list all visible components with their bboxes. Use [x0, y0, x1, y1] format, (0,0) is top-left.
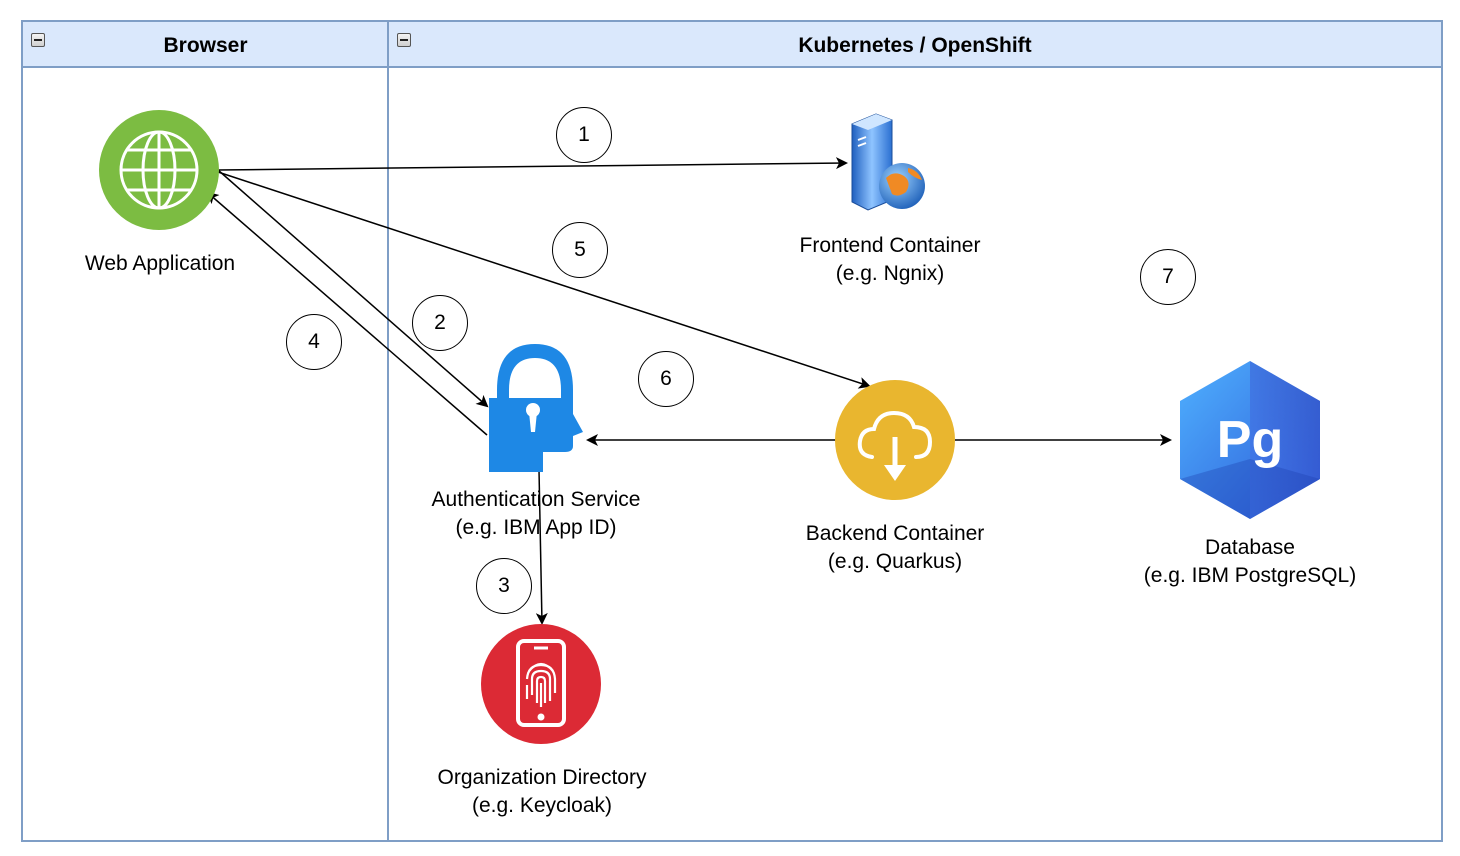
database-label: Database (e.g. IBM PostgreSQL) — [1115, 534, 1385, 590]
auth-label: Authentication Service (e.g. IBM App ID) — [400, 486, 672, 542]
auth-example: (e.g. IBM App ID) — [455, 516, 617, 539]
step-7-marker: 7 — [1140, 249, 1196, 305]
org-dir-label: Organization Directory (e.g. Keycloak) — [400, 764, 684, 820]
org-dir-name: Organization Directory — [437, 766, 647, 789]
postgres-logo-text: Pg — [1217, 411, 1283, 469]
globe-icon[interactable] — [98, 109, 220, 231]
edge-3-auth-to-directory — [535, 469, 548, 625]
postgres-icon[interactable]: Pg — [1178, 359, 1322, 521]
browser-lane-title: Browser — [163, 34, 248, 57]
org-dir-example: (e.g. Keycloak) — [471, 794, 613, 817]
cluster-lane-header: Kubernetes / OpenShift — [389, 22, 1441, 68]
backend-name: Backend Container — [805, 522, 985, 545]
cluster-lane-title: Kubernetes / OpenShift — [798, 34, 1032, 57]
auth-name: Authentication Service — [431, 488, 641, 511]
backend-example: (e.g. Quarkus) — [827, 550, 963, 573]
web-app-label: Web Application — [60, 250, 260, 278]
fingerprint-phone-icon[interactable] — [480, 623, 602, 745]
edge-5-web-to-backend — [217, 171, 871, 389]
edge-2-web-to-auth — [217, 169, 489, 408]
step-6-marker: 6 — [638, 351, 694, 407]
edge-1-web-to-frontend — [217, 157, 848, 171]
frontend-name: Frontend Container — [799, 234, 981, 257]
database-name: Database — [1205, 536, 1295, 559]
step-1-marker: 1 — [556, 107, 612, 163]
step-2-marker: 2 — [412, 295, 468, 351]
database-example: (e.g. IBM PostgreSQL) — [1143, 564, 1357, 587]
edge-4-auth-to-web — [206, 191, 488, 436]
step-5-marker: 5 — [552, 222, 608, 278]
frontend-example: (e.g. Ngnix) — [835, 262, 945, 285]
frontend-label: Frontend Container (e.g. Ngnix) — [760, 232, 1020, 288]
step-3-marker: 3 — [476, 558, 532, 614]
collapse-browser-icon[interactable] — [31, 33, 45, 47]
step-4-marker: 4 — [286, 314, 342, 370]
cloud-download-icon[interactable] — [834, 379, 956, 501]
browser-lane-header: Browser — [23, 22, 388, 68]
collapse-cluster-icon[interactable] — [397, 33, 411, 47]
web-app-name: Web Application — [84, 252, 236, 275]
web-server-icon[interactable] — [848, 112, 928, 212]
backend-label: Backend Container (e.g. Quarkus) — [770, 520, 1020, 576]
lock-head-icon[interactable] — [487, 340, 587, 472]
